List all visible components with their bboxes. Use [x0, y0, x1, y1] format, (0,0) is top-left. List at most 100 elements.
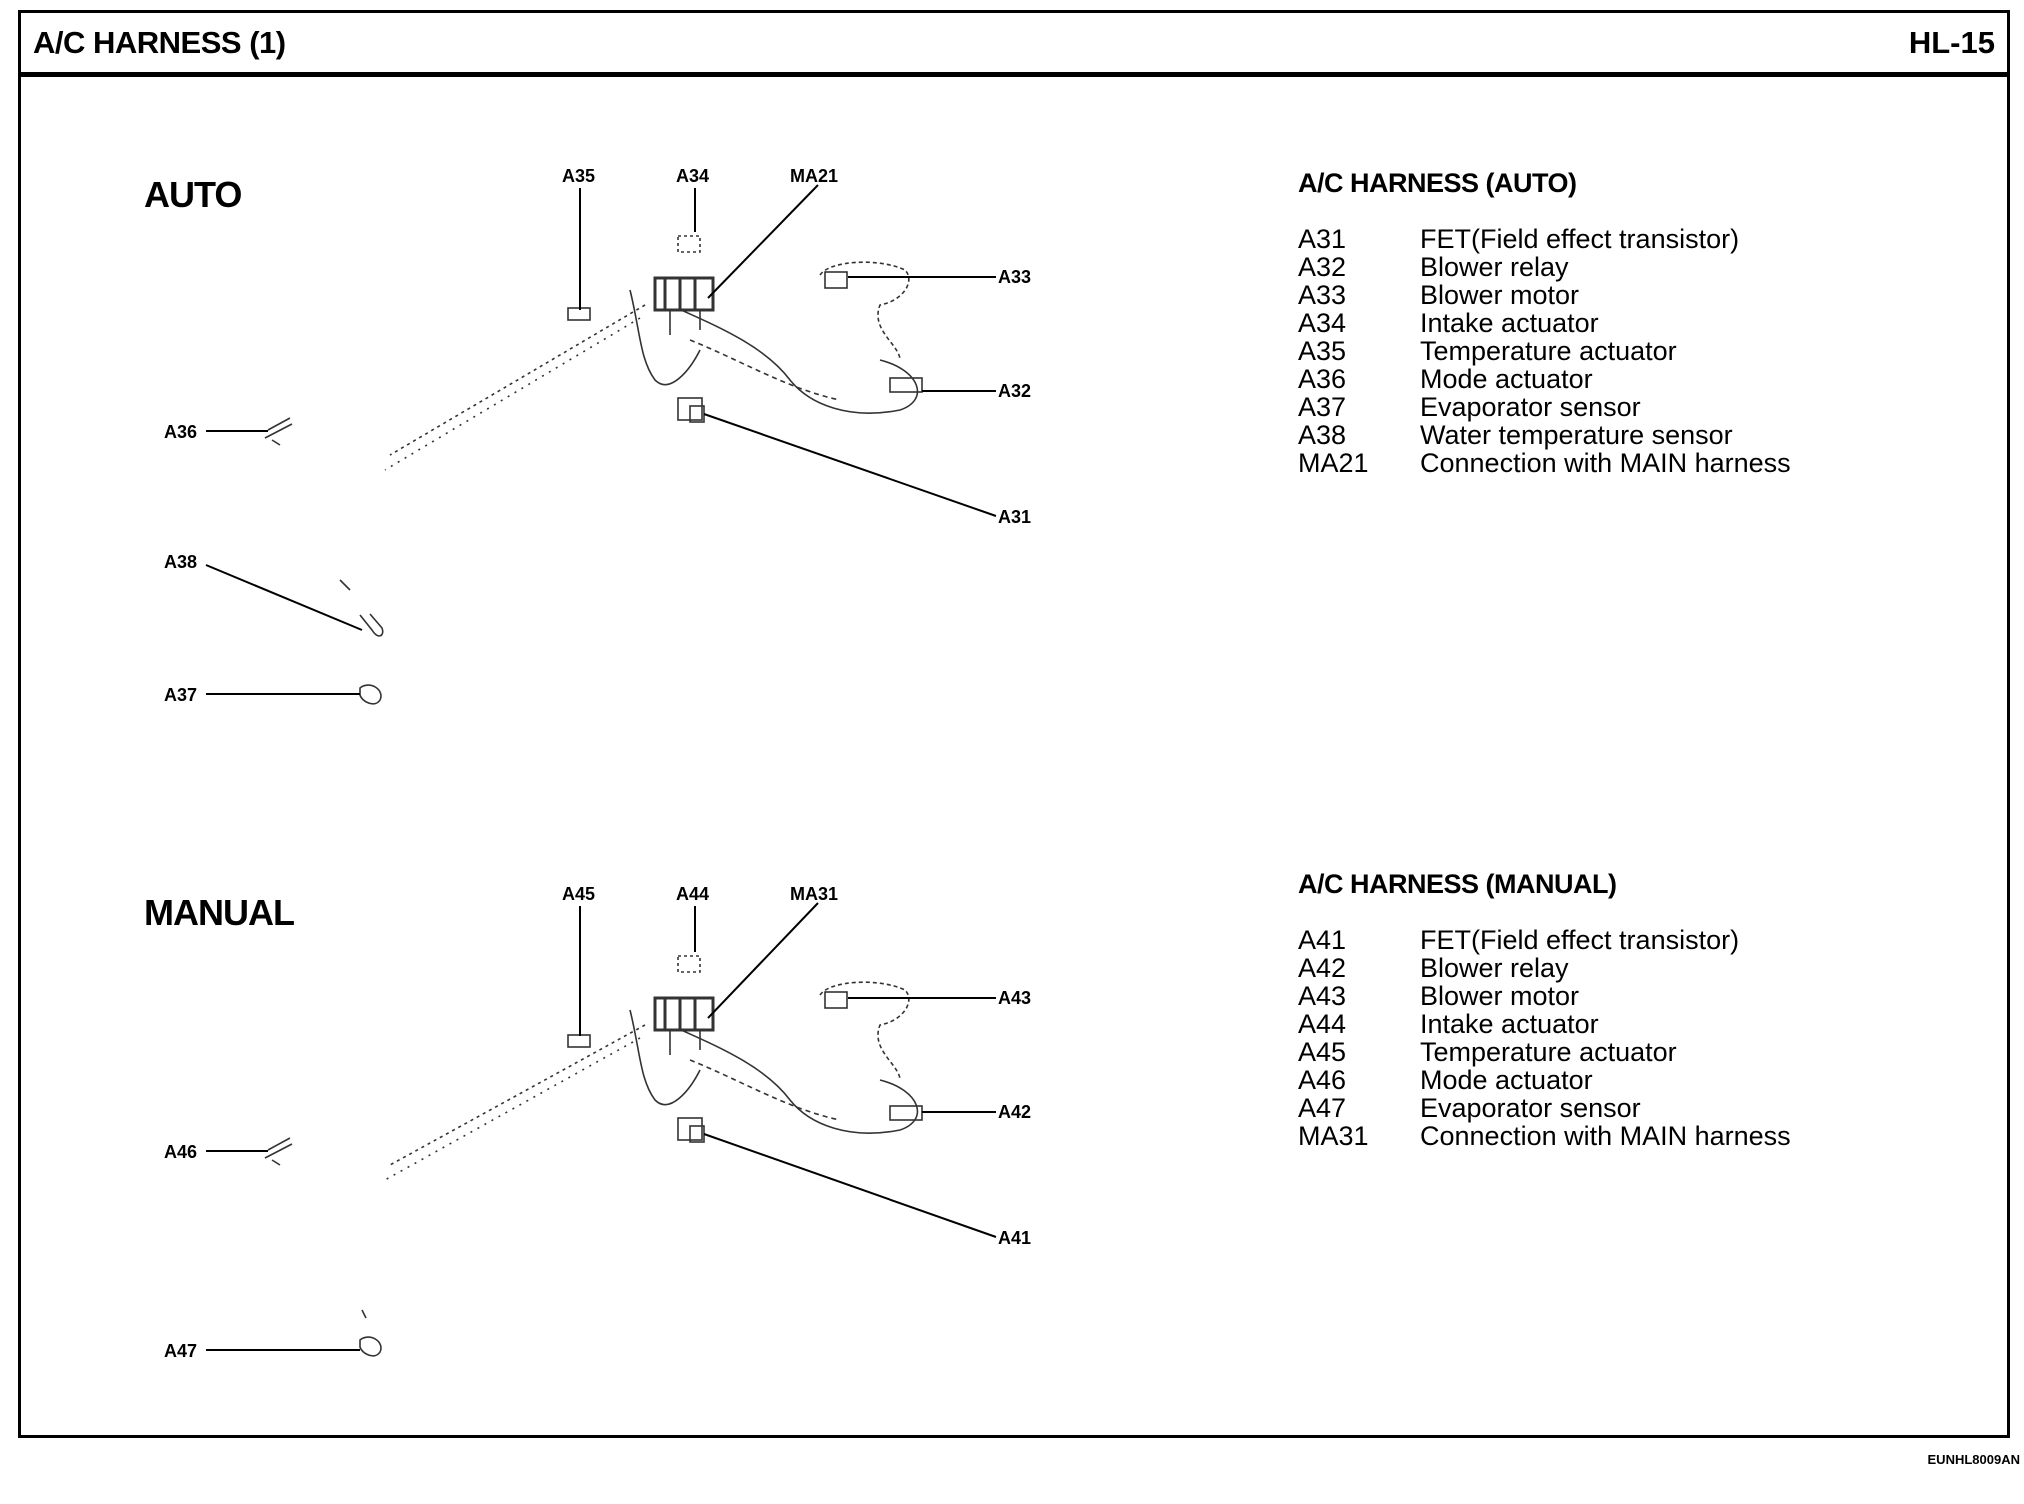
- auto-harness-drawing: [264, 235, 923, 705]
- auto-a38-leader: [205, 564, 363, 631]
- auto-a38-sensor: [339, 579, 384, 637]
- auto-a31-leader: [703, 413, 997, 517]
- legend-description: Intake actuator: [1420, 1009, 1599, 1039]
- auto-heading: AUTO: [144, 174, 242, 215]
- callout-a34: A34: [676, 166, 709, 186]
- callout-a45: A45: [562, 884, 595, 904]
- legend-item: A32 Blower relay: [1298, 253, 1791, 281]
- auto-legend-rows: A31 FET(Field effect transistor) A32 Blower…: [1298, 225, 1791, 477]
- legend-item: A47 Evaporator sensor: [1298, 1094, 1791, 1122]
- auto-ma21-detail: [663, 278, 697, 310]
- legend-description: Temperature actuator: [1420, 1037, 1677, 1067]
- legend-description: Intake actuator: [1420, 308, 1599, 338]
- auto-a37-sensor: [359, 684, 382, 705]
- auto-a36-connector: [264, 417, 293, 446]
- auto-harness-body: [629, 289, 701, 386]
- manual-a44-connector: [677, 955, 701, 973]
- manual-main-wire: [389, 1024, 646, 1166]
- manual-harness-body: [629, 1009, 701, 1106]
- callout-a32: A32: [998, 381, 1031, 401]
- figure-code: EUNHL8009AN: [1927, 1452, 2020, 1467]
- legend-code: A35: [1298, 336, 1347, 366]
- manual-ma31-tail: [669, 1030, 701, 1055]
- callout-a47: A47: [164, 1341, 197, 1361]
- manual-a47-sensor: [359, 1309, 382, 1357]
- legend-description: Mode actuator: [1420, 364, 1593, 394]
- auto-main-wire-2: [384, 317, 641, 471]
- callout-a42: A42: [998, 1102, 1031, 1122]
- legend-code: A47: [1298, 1093, 1347, 1123]
- manual-a41-leader: [703, 1133, 997, 1238]
- legend-item: A45 Temperature actuator: [1298, 1038, 1791, 1066]
- auto-a34-connector: [677, 235, 701, 253]
- legend-code: A31: [1298, 224, 1347, 254]
- legend-item: A44 Intake actuator: [1298, 1010, 1791, 1038]
- legend-code: A32: [1298, 252, 1347, 282]
- callout-ma31: MA31: [790, 884, 838, 904]
- legend-code: A33: [1298, 280, 1347, 310]
- manual-ma31-leader: [707, 902, 819, 1019]
- legend-item: A36 Mode actuator: [1298, 365, 1791, 393]
- auto-callout-labels: A35 A34 MA21 A33 A32 A31 A36 A38 A37: [164, 166, 1031, 705]
- legend-code: A44: [1298, 1009, 1347, 1039]
- header-bar: A/C HARNESS (1) HL-15: [21, 13, 2007, 77]
- legend-item: A43 Blower motor: [1298, 982, 1791, 1010]
- manual-harness-loop-2: [689, 1059, 841, 1121]
- manual-callout-labels: A45 A44 MA31 A43 A42 A41 A46 A47: [164, 884, 1031, 1361]
- auto-harness-loop: [659, 299, 919, 414]
- callout-a43: A43: [998, 988, 1031, 1008]
- legend-code: A41: [1298, 925, 1347, 955]
- auto-blower-housing: [819, 261, 910, 361]
- manual-legend-title: A/C HARNESS (MANUAL): [1298, 869, 1617, 899]
- auto-leaders: [205, 184, 997, 695]
- callout-a35: A35: [562, 166, 595, 186]
- callout-ma21: MA21: [790, 166, 838, 186]
- legend-item: A31 FET(Field effect transistor): [1298, 225, 1791, 253]
- auto-a32-connector: [889, 377, 923, 393]
- legend-item: A38 Water temperature sensor: [1298, 421, 1791, 449]
- page-title: A/C HARNESS (1): [33, 25, 286, 60]
- legend-item: MA31 Connection with MAIN harness: [1298, 1122, 1791, 1150]
- legend-description: Blower motor: [1420, 981, 1580, 1011]
- legend-description: Connection with MAIN harness: [1420, 1121, 1791, 1151]
- auto-a33-connector: [824, 271, 848, 289]
- legend-description: FET(Field effect transistor): [1420, 925, 1740, 955]
- manual-legend: A/C HARNESS (MANUAL) A41 FET(Field effect…: [1298, 869, 1791, 1150]
- legend-description: Blower relay: [1420, 252, 1569, 282]
- legend-code: A38: [1298, 420, 1347, 450]
- callout-a33: A33: [998, 267, 1031, 287]
- legend-code: A45: [1298, 1037, 1347, 1067]
- manual-a43-connector: [824, 991, 848, 1009]
- manual-ma31-detail: [663, 998, 697, 1030]
- legend-item: A42 Blower relay: [1298, 954, 1791, 982]
- callout-a44: A44: [676, 884, 709, 904]
- legend-code: A37: [1298, 392, 1347, 422]
- manual-leaders: [206, 902, 997, 1351]
- auto-legend: A/C HARNESS (AUTO) A31 FET(Field effect t…: [1298, 168, 1791, 477]
- legend-description: Evaporator sensor: [1420, 1093, 1641, 1123]
- manual-a46-connector: [264, 1137, 293, 1166]
- auto-ma21-leader: [707, 184, 819, 299]
- legend-item: A41 FET(Field effect transistor): [1298, 926, 1791, 954]
- legend-description: Blower relay: [1420, 953, 1569, 983]
- legend-description: FET(Field effect transistor): [1420, 224, 1740, 254]
- legend-description: Water temperature sensor: [1420, 420, 1733, 450]
- legend-code: A46: [1298, 1065, 1347, 1095]
- legend-code: A43: [1298, 981, 1347, 1011]
- callout-a41: A41: [998, 1228, 1031, 1248]
- legend-code: MA31: [1298, 1121, 1369, 1151]
- auto-main-wire: [389, 304, 646, 456]
- manual-main-wire-2: [384, 1037, 641, 1181]
- manual-a45-connector: [567, 1034, 591, 1048]
- page-frame: A/C HARNESS (1) HL-15: [18, 10, 2010, 1438]
- legend-code: A42: [1298, 953, 1347, 983]
- legend-code: A36: [1298, 364, 1347, 394]
- auto-legend-title: A/C HARNESS (AUTO): [1298, 168, 1577, 198]
